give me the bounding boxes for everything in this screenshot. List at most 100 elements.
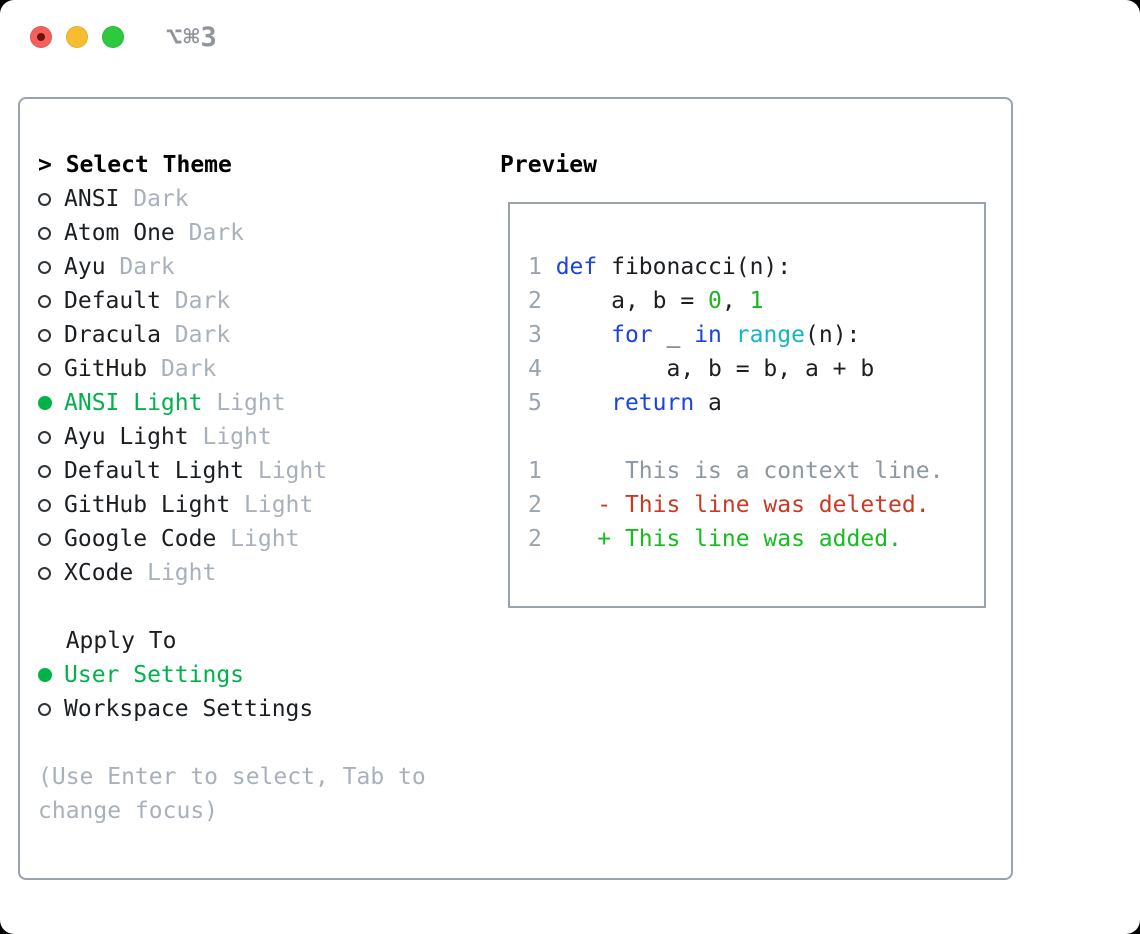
code-token-text: fibonacci(n): [597,254,792,280]
theme-variant-label: Light [216,526,300,552]
code-token-text: a, b = b, a + b [555,356,875,382]
option-label: Ayu [64,254,106,280]
hint-text-line2: change focus) [38,798,219,824]
code-token-context: This is a context line. [555,458,944,484]
theme-option-ansi-light[interactable]: ANSI Light Light [38,386,426,420]
code-token-keyword: for [611,322,653,348]
option-label: Ayu Light [64,424,189,450]
theme-option-xcode[interactable]: XCode Light [38,556,426,590]
radio-icon [38,430,51,444]
theme-option-google-code[interactable]: Google Code Light [38,522,426,556]
theme-variant-label: Dark [119,186,189,212]
selected-radio-icon [38,396,52,410]
zoom-button[interactable] [102,26,124,48]
radio-icon [38,260,51,274]
theme-variant-label: Light [230,492,314,518]
code-token-number: 0 [708,288,722,314]
code-line: 2 a, b = 0, 1 [528,284,943,318]
code-token-text: a, b = [555,288,709,314]
option-label: GitHub Light [64,492,231,518]
radio-icon [38,464,51,478]
apply-to-title: Apply To [65,628,177,654]
window-shortcut-label: ⌥⌘3 [166,22,218,53]
code-token-text: , [721,288,750,314]
theme-variant-label: Dark [105,254,175,280]
theme-variant-label: Dark [160,322,231,348]
option-label: Workspace Settings [64,696,314,722]
selected-radio-icon [38,668,52,682]
theme-option-ansi[interactable]: ANSI Dark [38,182,426,216]
line-number: 2 [528,288,542,314]
radio-icon [38,362,51,376]
radio-icon [38,226,51,240]
code-token-builtin: range [735,322,805,348]
code-line: 2 + This line was added. [528,522,943,556]
theme-option-ayu[interactable]: Ayu Dark [38,250,426,284]
theme-option-ayu-light[interactable]: Ayu Light Light [38,420,426,454]
code-line: 1 def fibonacci(n): [528,250,943,284]
code-token-text [556,390,611,416]
radio-icon [38,294,51,308]
theme-variant-label: Light [244,458,328,484]
option-label: Dracula [64,322,161,348]
code-token-text: _ [652,322,695,348]
hint-text-line1: (Use Enter to select, Tab to [38,764,426,790]
line-number: 1 [528,254,542,280]
radio-icon [38,532,51,546]
code-token-keyword: in [694,322,722,348]
theme-variant-label: Light [188,424,272,450]
select-theme-title: Select Theme [65,152,232,178]
apply-option-user-settings[interactable]: User Settings [38,658,426,692]
spacer [38,726,426,760]
option-label: User Settings [64,662,245,688]
radio-icon [38,566,51,580]
preview-title: Preview [500,152,597,178]
theme-option-default[interactable]: Default Dark [38,284,426,318]
theme-option-default-light[interactable]: Default Light Light [38,454,426,488]
code-token-deleted: - This line was deleted. [555,492,930,518]
close-button[interactable] [30,26,52,48]
code-line: 4 a, b = b, a + b [528,352,943,386]
option-label: Default Light [64,458,245,484]
line-number: 2 [528,492,542,518]
code-token-text [556,322,611,348]
code-line [528,420,943,454]
option-label: Atom One [64,220,175,246]
radio-icon [38,702,51,716]
radio-icon [38,498,51,512]
theme-variant-label: Dark [160,288,231,314]
option-label: ANSI Light [64,390,203,416]
apply-option-workspace-settings[interactable]: Workspace Settings [38,692,426,726]
line-number: 5 [528,390,542,416]
theme-option-atom-one[interactable]: Atom One Dark [38,216,426,250]
spacer [38,590,426,624]
theme-option-dracula[interactable]: Dracula Dark [38,318,426,352]
theme-variant-label: Dark [174,220,245,246]
code-token-keyword: def [555,254,598,280]
code-line: 2 - This line was deleted. [528,488,943,522]
line-number: 4 [528,356,542,382]
minimize-button[interactable] [66,26,88,48]
code-line: 3 for _ in range(n): [528,318,943,352]
radio-icon [38,192,51,206]
theme-variant-label: Light [202,390,286,416]
option-label: Default [64,288,161,314]
option-label: XCode [64,560,134,586]
code-token-number: 1 [749,288,764,314]
radio-icon [38,328,51,342]
code-line: 5 return a [528,386,943,420]
code-token-keyword: return [611,390,695,416]
code-line: 1 This is a context line. [528,454,943,488]
option-label: ANSI [64,186,120,212]
section-title-row: > Select Theme [38,148,426,182]
theme-option-github-light[interactable]: GitHub Light Light [38,488,426,522]
theme-option-github[interactable]: GitHub Dark [38,352,426,386]
theme-variant-label: Light [133,560,217,586]
theme-variant-label: Dark [147,356,217,382]
line-number: 3 [528,322,542,348]
